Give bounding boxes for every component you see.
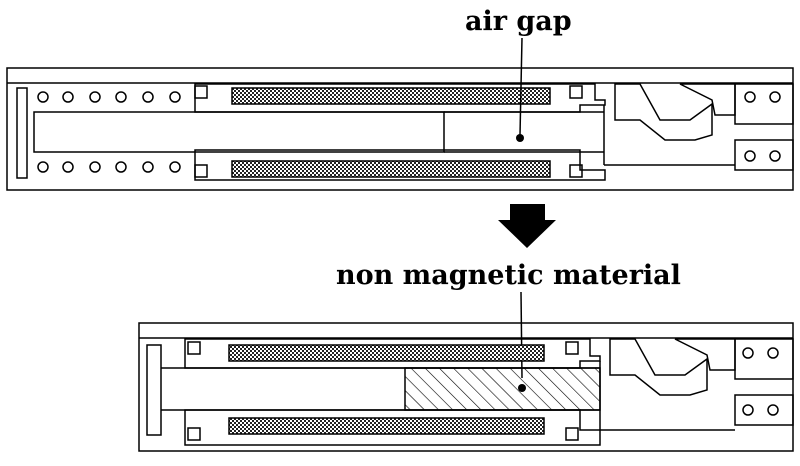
air-gap-dot — [516, 134, 524, 142]
bottom-end-cap — [146, 344, 162, 436]
bottom-coil-lower — [228, 417, 545, 435]
top-right-circles — [744, 91, 781, 162]
top-actuator — [6, 67, 794, 191]
bottom-actuator — [138, 322, 794, 452]
bottom-coil-upper — [228, 344, 545, 362]
top-spring-upper — [37, 91, 181, 103]
bottom-housing — [138, 322, 794, 452]
top-plunger — [33, 111, 445, 153]
non-magnetic-leader — [520, 291, 523, 379]
non-magnetic-dot — [518, 384, 526, 392]
top-end-cap — [16, 87, 28, 179]
top-housing — [6, 67, 794, 191]
top-spring-lower — [37, 161, 181, 173]
bottom-right-circles — [742, 347, 779, 416]
air-gap-label: air gap — [465, 6, 572, 37]
down-arrow — [498, 204, 556, 248]
non-magnetic-label: non magnetic material — [336, 260, 681, 291]
top-coil-lower — [231, 160, 551, 178]
air-gap-leader — [519, 37, 523, 136]
non-magnetic-block — [404, 367, 601, 411]
top-coil-upper — [231, 87, 551, 105]
